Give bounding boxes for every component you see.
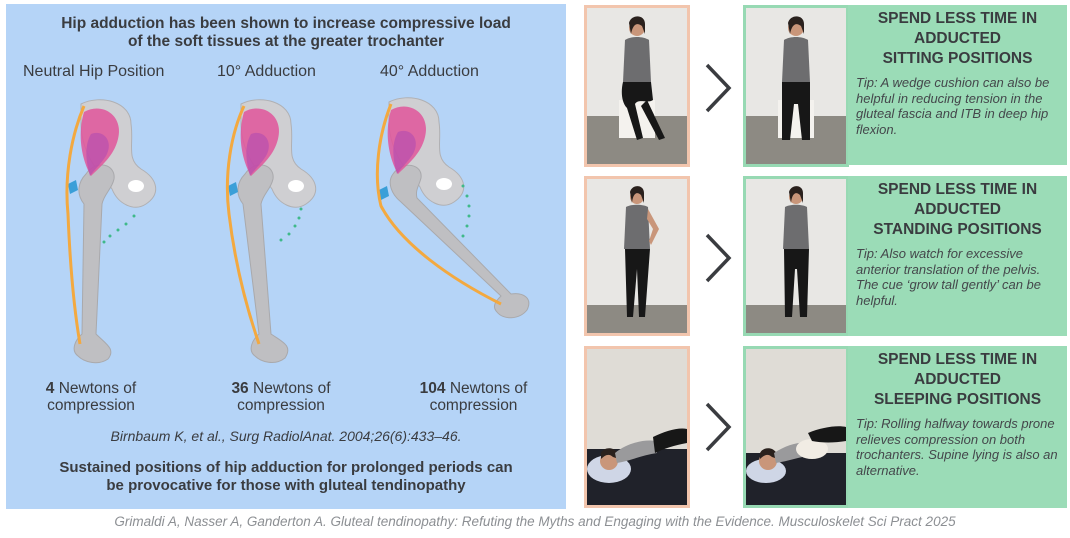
gluteal-tendon [228, 182, 238, 196]
panel-conclusion: Sustained positions of hip adduction for… [6, 459, 566, 495]
neutral-hip-label: Neutral Hip Position [23, 63, 165, 80]
standing-tip-text: Tip: Also watch for excessive anterior t… [856, 246, 1041, 308]
neutral-newtons-unit: Newtons of [58, 380, 137, 397]
chevron-right-icon [705, 63, 732, 113]
person-figure [587, 428, 687, 505]
ten-degree-newtons-line2: compression [237, 397, 325, 414]
gluteal-tendon [68, 180, 78, 194]
forty-degree-hip-illustration [375, 97, 530, 319]
sleeping-tip-heading: SPEND LESS TIME IN ADDUCTED SLEEPING POS… [856, 350, 1059, 410]
ten-degree-newtons-line1: 36 Newtons of [211, 380, 351, 397]
sitting-tip-heading-line1: SPEND LESS TIME IN [877, 10, 1038, 27]
study-citation: Birnbaum K, et al., Surg RadiolAnat. 200… [110, 428, 462, 444]
forty-degree-newtons-unit: Newtons of [449, 380, 528, 397]
hip-adduction-panel: Hip adduction has been shown to increase… [6, 4, 566, 509]
itb-band [375, 103, 502, 306]
neutral-newtons-line1: 4 Newtons of [26, 380, 156, 397]
ten-degree-newtons-value: 36 [231, 380, 249, 397]
standing-tip-heading-line2: ADDUCTED [914, 201, 1001, 218]
standing-tip-heading: SPEND LESS TIME IN ADDUCTED STANDING POS… [856, 180, 1059, 240]
neutral-newtons: 4 Newtons of compression [26, 380, 156, 414]
femur-bone [237, 164, 289, 363]
sleeping-tip-heading-line2: ADDUCTED [914, 371, 1001, 388]
sitting-tip-heading-line3: SITTING POSITIONS [882, 50, 1033, 67]
adductor-dots [102, 214, 136, 244]
chevron-right-icon [705, 402, 732, 452]
itb-band [225, 105, 261, 345]
floor [587, 305, 687, 333]
sitting-tip-text: Tip: A wedge cushion can also be helpful… [856, 75, 1050, 137]
sleeping-tip-heading-line1: SPEND LESS TIME IN [877, 351, 1038, 368]
standing-adducted-photo [584, 176, 690, 336]
femur-bone [73, 164, 115, 364]
chevron-right-icon [705, 233, 732, 283]
standing-corrected-photo [743, 176, 849, 336]
neutral-hip-illustration [65, 99, 156, 364]
sitting-corrected-photo [743, 5, 849, 167]
gluteal-tendon [379, 186, 389, 200]
person-figure [624, 186, 659, 317]
forty-degree-label: 40° Adduction [380, 63, 479, 80]
person-figure [778, 16, 814, 140]
forty-degree-newtons: 104 Newtons of compression [401, 380, 546, 414]
gluteus-minimus [246, 132, 269, 176]
forty-degree-newtons-line1: 104 Newtons of [401, 380, 546, 397]
panel-title-line2: of the soft tissues at the greater troch… [127, 33, 445, 50]
neutral-newtons-line2: compression [47, 397, 135, 414]
ten-degree-label: 10° Adduction [217, 63, 316, 80]
forty-degree-newtons-value: 104 [419, 380, 446, 397]
standing-tip-heading-line3: STANDING POSITIONS [873, 221, 1042, 238]
sleeping-tip-panel: SPEND LESS TIME IN ADDUCTED SLEEPING POS… [848, 346, 1067, 508]
itb-band [65, 105, 86, 345]
panel-conclusion-line1: Sustained positions of hip adduction for… [59, 459, 513, 476]
sleeping-corrected-photo [743, 346, 849, 508]
neutral-newtons-value: 4 [45, 380, 55, 397]
adductor-dots [461, 184, 471, 238]
sitting-adducted-photo [584, 5, 690, 167]
gluteus-minimus [393, 130, 416, 174]
floor [746, 305, 846, 333]
person-figure [783, 186, 809, 317]
ten-degree-newtons-unit: Newtons of [253, 380, 331, 397]
standing-tip-heading-line1: SPEND LESS TIME IN [877, 181, 1038, 198]
forty-degree-newtons-line2: compression [429, 397, 518, 414]
sitting-tip-panel: SPEND LESS TIME IN ADDUCTED SITTING POSI… [848, 5, 1067, 165]
adductor-dots [279, 207, 303, 242]
panel-conclusion-line2: be provocative for those with gluteal te… [106, 477, 466, 494]
sitting-tip-heading-line2: ADDUCTED [914, 30, 1001, 47]
panel-title: Hip adduction has been shown to increase… [6, 15, 566, 51]
standing-tip-panel: SPEND LESS TIME IN ADDUCTED STANDING POS… [848, 176, 1067, 336]
sitting-tip-heading: SPEND LESS TIME IN ADDUCTED SITTING POSI… [856, 9, 1059, 69]
person-figure [746, 426, 846, 505]
panel-title-line1: Hip adduction has been shown to increase… [61, 15, 511, 32]
sleeping-tip-text: Tip: Rolling halfway towards prone relie… [856, 416, 1058, 478]
sleeping-adducted-photo [584, 346, 690, 508]
gluteus-minimus [86, 132, 109, 176]
ten-degree-hip-illustration [225, 99, 316, 363]
footer-reference: Grimaldi A, Nasser A, Ganderton A. Glute… [114, 514, 956, 529]
person-figure [619, 16, 665, 140]
sleeping-tip-heading-line3: SLEEPING POSITIONS [873, 391, 1042, 408]
femur-bone [389, 164, 530, 319]
ten-degree-newtons: 36 Newtons of compression [211, 380, 351, 414]
